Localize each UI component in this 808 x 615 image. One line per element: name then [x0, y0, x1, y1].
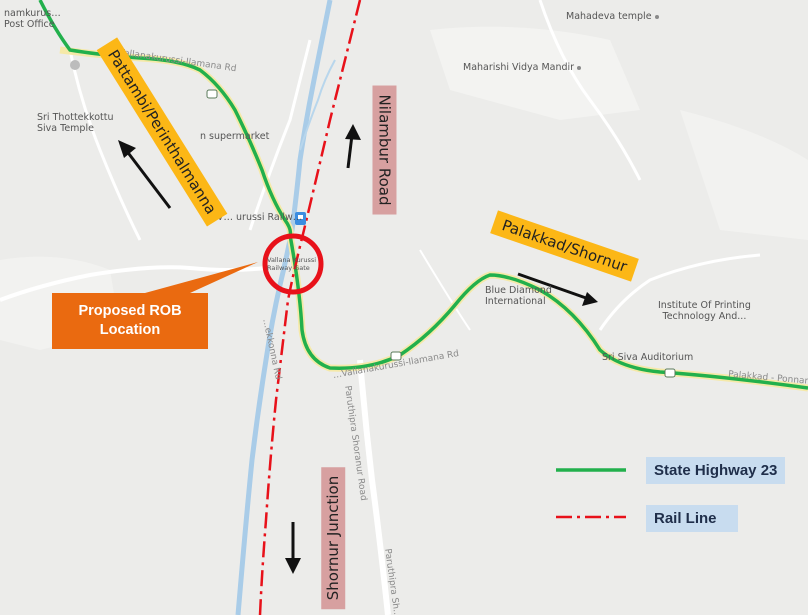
place-maharishi-vidya-mandir: Maharishi Vidya Mandir	[463, 62, 582, 73]
minor-road	[598, 253, 761, 331]
road-shield-icon	[206, 89, 218, 99]
minor-road	[0, 265, 266, 302]
label-shornur-junction: Shornur Junction	[321, 466, 346, 610]
place-mahadeva-temple: Mahadeva temple	[566, 11, 659, 22]
arrow-north-icon	[345, 124, 361, 169]
place-dot	[70, 60, 80, 70]
poi-dot-icon	[577, 65, 582, 70]
road-shield-icon	[390, 351, 402, 361]
place-mahadeva-label: Mahadeva temple	[566, 11, 652, 22]
legend-rail-label: Rail Line	[646, 505, 738, 532]
road-shield-icon	[664, 368, 676, 378]
place-blue-diamond: Blue Diamond International	[485, 285, 552, 307]
arrow-northwest-icon	[118, 140, 172, 209]
minor-road	[357, 359, 391, 615]
river-branch	[299, 59, 336, 151]
rail-line	[258, 0, 362, 615]
place-railway-gate: Vallana Kurussi Railway Gate	[267, 256, 317, 272]
callout-line-1: Proposed ROB	[78, 303, 182, 319]
callout-line-2: Location	[99, 322, 161, 338]
place-supermarket: n supermarket	[200, 131, 270, 142]
minor-road	[68, 49, 142, 241]
place-siva-temple: Sri Thottekkottu Siva Temple	[37, 112, 114, 134]
label-nilambur-road: Nilambur Road	[372, 85, 397, 215]
place-printing-institute: Institute Of Printing Technology And...	[658, 300, 751, 322]
place-auditorium: Sri Siva Auditorium	[602, 352, 694, 363]
arrow-east-icon	[517, 272, 598, 306]
callout-pointer	[145, 262, 258, 293]
terrain-patch-white	[680, 110, 808, 240]
legend-highway-label: State Highway 23	[646, 457, 786, 484]
place-railway-station: V… urussi Railw…	[217, 212, 303, 223]
arrow-south-icon	[285, 522, 301, 574]
river	[235, 0, 333, 615]
proposed-rob-circle	[262, 233, 324, 295]
minor-road	[419, 249, 471, 331]
minor-road	[538, 0, 642, 181]
place-maharishi-label: Maharishi Vidya Mandir	[463, 62, 575, 73]
proposed-rob-callout: Proposed ROB Location	[52, 293, 208, 349]
minor-road	[248, 39, 312, 231]
place-post-office: namkurus… Post Office	[4, 8, 61, 30]
state-highway-23	[38, 0, 808, 390]
poi-dot-icon	[654, 14, 659, 19]
